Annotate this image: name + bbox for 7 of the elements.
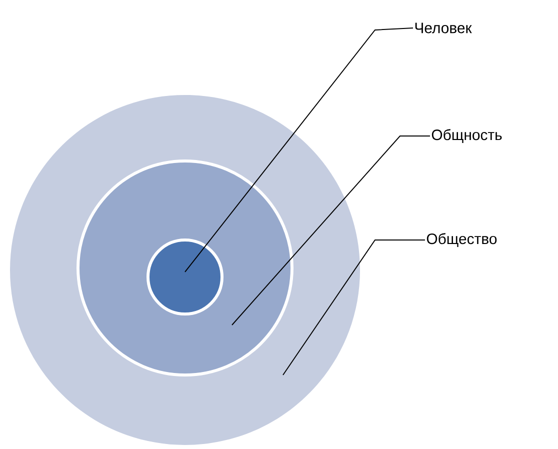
circle — [146, 238, 224, 316]
leader-line — [184, 28, 414, 272]
leader-line — [232, 136, 430, 326]
label-text: Общность — [432, 129, 502, 143]
label-text: Человек — [415, 22, 472, 34]
leader-line — [282, 240, 426, 376]
label-text: Общество — [426, 233, 497, 247]
